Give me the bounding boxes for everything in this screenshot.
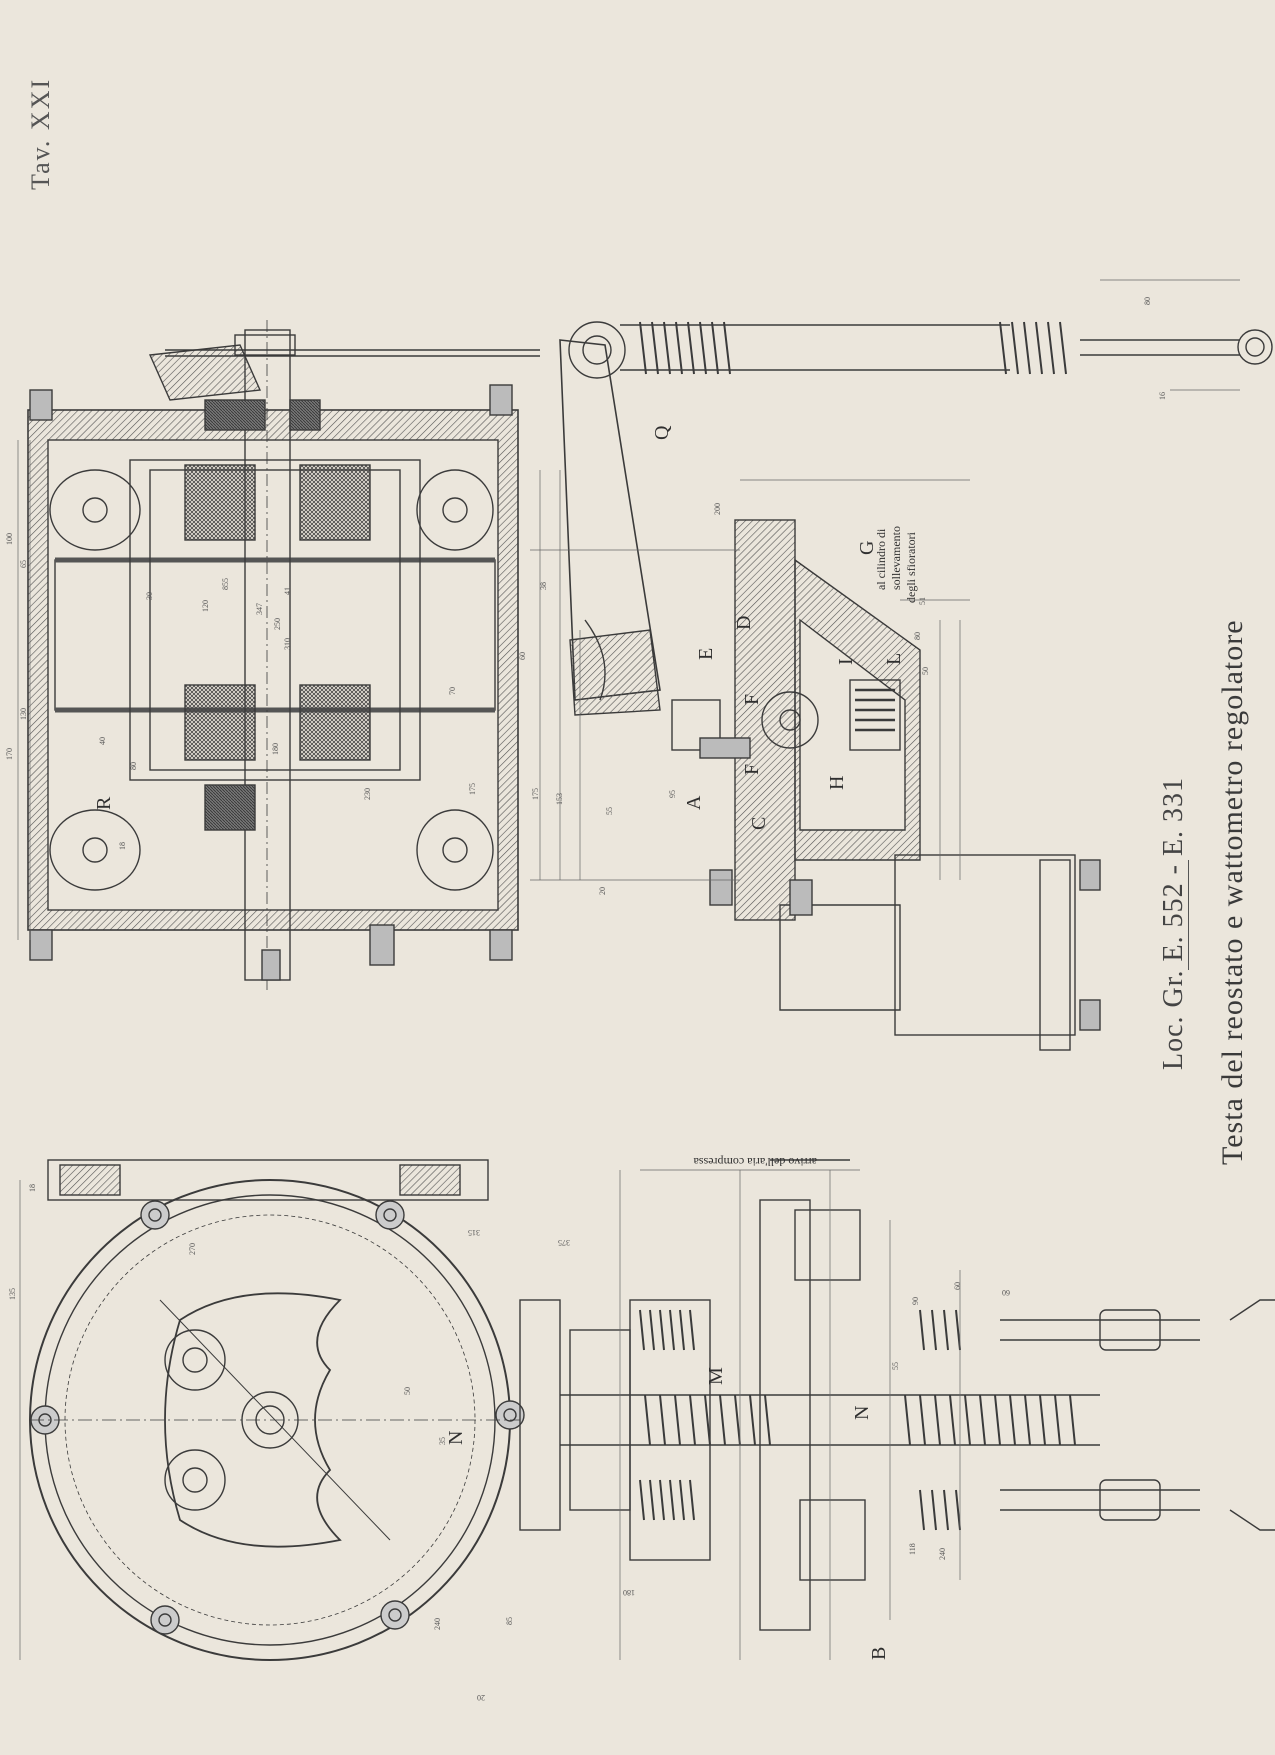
note-cylinder-1: al cilindro di [874,528,888,590]
dim-34: 270 [188,1243,197,1255]
label-l: L [883,653,905,665]
note-cylinder-3: degli sfioratori [904,531,918,603]
dim-47: 16 [1158,392,1167,400]
dim-19: 41 [283,587,292,595]
dim-27: 230 [363,788,372,800]
dim-33: 315 [468,1228,480,1237]
label-b: B [868,1647,890,1660]
dim-32: 375 [558,1238,570,1247]
wattmeter-regulator-elevation [19,1159,1275,1661]
dim-1: 65 [19,560,28,568]
title-rule [1188,860,1189,970]
dim-44: 60 [1002,1288,1010,1297]
dim-12: 70 [448,687,457,695]
dim-24: 180 [271,743,280,755]
dim-13: 175 [468,783,477,795]
label-r: R [93,796,115,810]
dim-10: 38 [539,582,548,590]
dim-31: 60 [953,1282,962,1290]
dim-20: 250 [273,618,282,630]
drawing-notes: al cilindro di sollevamento degli sfiora… [693,526,918,1169]
label-g: G [856,541,878,555]
dimension-values: 100 65 170 130 175 153 20 55 95 200 38 6… [5,297,1167,1702]
dim-40: 240 [433,1618,442,1630]
label-n-right: N [851,1406,873,1420]
dim-35: 135 [8,1288,17,1300]
label-m: M [705,1367,727,1385]
dim-4: 175 [531,788,540,800]
dim-7: 55 [605,807,614,815]
label-f-lower: F [741,764,763,775]
dim-18: 347 [255,603,264,615]
dim-14: 18 [118,842,127,850]
dim-3: 130 [19,708,28,720]
label-q: Q [651,425,673,440]
dim-6: 20 [598,887,607,895]
dim-17: 80 [913,632,922,640]
dim-22: 855 [221,578,230,590]
dim-26: 80 [129,762,138,770]
dim-5: 153 [555,793,564,805]
dim-9: 200 [713,503,722,515]
note-air-inlet: arrivo dell'aria compressa [693,1155,817,1169]
label-a: A [683,795,705,810]
label-h: H [826,776,848,790]
label-i: I [835,658,857,665]
dim-37: 50 [403,1387,412,1395]
dim-0: 100 [5,533,14,545]
dim-23: 120 [201,600,210,612]
dim-28: 80 [1143,297,1152,305]
note-cylinder-2: sollevamento [889,526,903,590]
dim-25: 30 [145,592,154,600]
dim-41: 180 [623,1588,635,1597]
rheostat-head-section [17,279,1273,1051]
dim-46: 240 [938,1548,947,1560]
dim-30: 55 [891,1362,900,1370]
label-f-upper: F [741,694,763,705]
dim-38: 35 [438,1437,447,1445]
part-labels: A B C D E F F G H I L M N N Q R [93,425,905,1660]
dim-11: 60 [518,652,527,660]
dim-45: 118 [908,1543,917,1555]
label-c: C [748,817,770,830]
dim-39: 85 [505,1617,514,1625]
dim-42: 20 [477,1693,485,1702]
dim-36: 18 [28,1184,37,1192]
dim-16: 50 [921,667,930,675]
dim-2: 170 [5,748,14,760]
dim-15: 40 [98,737,107,745]
label-n-left: N [445,1431,467,1445]
label-d: D [733,616,755,630]
dim-29: 51 [918,597,927,605]
dim-43: 90 [911,1297,920,1305]
dim-21: 310 [283,638,292,650]
dim-8: 95 [668,790,677,798]
label-e: E [695,648,717,660]
